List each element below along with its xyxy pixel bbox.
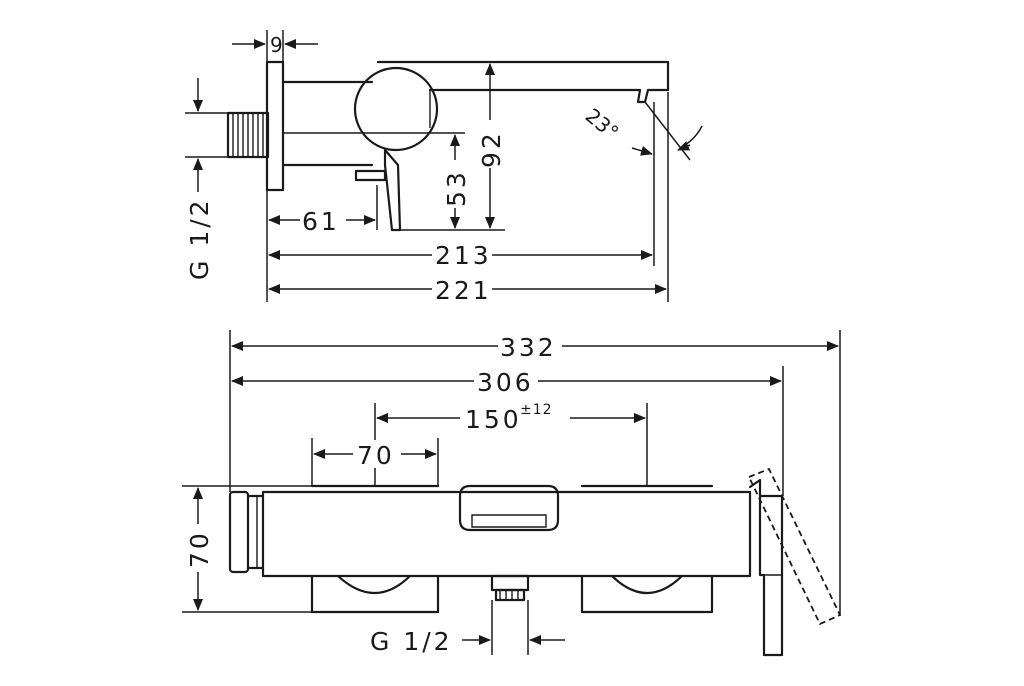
left-leg <box>310 574 440 614</box>
left-end-cap <box>228 490 250 574</box>
bottom-outlet <box>490 574 530 602</box>
dim-53-label: 53 <box>442 169 471 207</box>
dim-70-horizontal-label: 70 <box>357 441 395 470</box>
spout <box>376 60 670 104</box>
center-diverter-button <box>458 484 560 532</box>
right-leg <box>580 574 714 614</box>
dim-70-vertical-label: 70 <box>185 530 214 568</box>
dim-332-label: 332 <box>500 333 557 362</box>
wall-plate <box>265 60 285 192</box>
diverter-lever <box>383 148 402 232</box>
top-view: 332 306 150 ±12 70 70 G 1/2 <box>182 330 842 657</box>
mixer-body-top <box>261 490 752 578</box>
dim-150-tolerance: ±12 <box>520 402 553 418</box>
dim-61-label: 61 <box>302 207 340 236</box>
lever-rotated-outline <box>747 467 842 626</box>
round-handle <box>353 66 439 152</box>
side-view: 9 92 53 61 213 221 23° <box>185 30 703 305</box>
dim-92-label: 92 <box>477 130 506 168</box>
bottom-thread-label: G 1/2 <box>370 627 453 656</box>
dim-213-label: 213 <box>435 241 492 270</box>
dim-221-label: 221 <box>435 276 492 305</box>
side-thread-label: G 1/2 <box>185 197 214 280</box>
angle-23-label: 23° <box>581 103 624 144</box>
dim-150-label: 150 <box>465 405 522 434</box>
dim-306-label: 306 <box>477 368 534 397</box>
thread-connector <box>226 111 270 159</box>
dim-9-label: 9 <box>270 33 283 57</box>
mixer-body <box>281 80 374 167</box>
